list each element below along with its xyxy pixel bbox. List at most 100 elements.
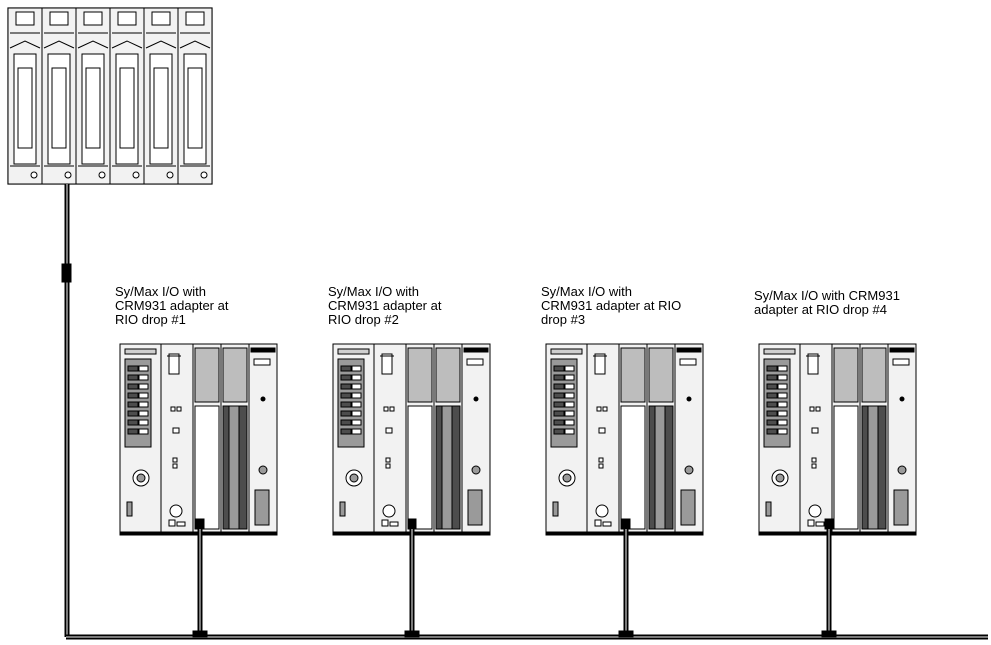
adapter-led-label: [777, 365, 788, 372]
head-rack-slot: [109, 7, 145, 185]
power-indicator: [598, 463, 604, 469]
rio-drop-4: [758, 343, 917, 638]
power-indicator: [172, 457, 178, 463]
adapter-led: [340, 365, 352, 372]
adapter-led-label: [777, 383, 788, 390]
slot-latch: [111, 40, 143, 49]
adapter-led-label: [351, 365, 362, 372]
rio-drop-2: [332, 343, 491, 638]
drop-cable-tap: [824, 518, 834, 530]
drop-cable-tap: [195, 518, 205, 530]
power-terminal: [808, 504, 822, 518]
adapter-led: [340, 401, 352, 408]
slot-inner-panel: [85, 67, 101, 149]
slot-label-panel: [81, 53, 105, 165]
power-terminal-block: [168, 519, 176, 527]
slot-window: [117, 11, 137, 26]
adapter-led: [340, 374, 352, 381]
adapter-led: [766, 383, 778, 390]
io-module-window: [833, 347, 859, 403]
power-terminal-block: [602, 521, 612, 527]
adapter-led: [766, 410, 778, 417]
adapter-led: [766, 392, 778, 399]
adapter-led-label: [138, 419, 149, 426]
adapter-led-label: [564, 410, 575, 417]
adapter-led: [766, 401, 778, 408]
power-terminal: [382, 504, 396, 518]
adapter-rotary-switch-center: [136, 473, 146, 483]
io-module-window: [861, 347, 887, 403]
adapter-led: [766, 419, 778, 426]
rack-base-rail: [758, 531, 917, 536]
power-indicator: [385, 427, 393, 434]
head-rack: [7, 7, 213, 185]
slot-inner-panel: [153, 67, 169, 149]
slot-window: [15, 11, 35, 26]
adapter-led-label: [138, 365, 149, 372]
adapter-led: [553, 419, 565, 426]
end-module-header: [676, 347, 702, 353]
adapter-led-label: [138, 392, 149, 399]
slot-latch: [43, 40, 75, 49]
slot-window: [151, 11, 171, 26]
slot-screw: [30, 171, 38, 179]
adapter-led: [340, 410, 352, 417]
adapter-header-strip: [550, 348, 583, 355]
power-indicator: [389, 406, 395, 412]
adapter-led: [127, 410, 139, 417]
io-module-panel: [407, 405, 433, 530]
slot-window: [185, 11, 205, 26]
drop-label: Sy/Max I/O with CRM931 adapter at RIO dr…: [541, 284, 682, 327]
adapter-led-label: [564, 419, 575, 426]
drop-cable-tap: [407, 518, 417, 530]
end-module-knob: [471, 465, 481, 475]
slot-label-panel: [183, 53, 207, 165]
head-rack-slot: [41, 7, 77, 185]
slot-label-panel: [115, 53, 139, 165]
end-module-port: [467, 489, 483, 526]
slot-screw: [132, 171, 140, 179]
power-indicator: [811, 427, 819, 434]
adapter-led-label: [777, 410, 788, 417]
io-module-window: [222, 347, 248, 403]
drop-cable: [404, 518, 420, 638]
power-indicator: [811, 463, 817, 469]
bus-tee-connector: [821, 630, 837, 638]
slot-label-panel: [47, 53, 71, 165]
adapter-led-label: [351, 392, 362, 399]
head-rack-slot: [75, 7, 111, 185]
power-indicator: [383, 406, 389, 412]
adapter-rotary-switch-center: [562, 473, 572, 483]
slot-label-panel: [13, 53, 37, 165]
slot-inner-panel: [51, 67, 67, 149]
end-module-header: [250, 347, 276, 353]
adapter-led: [127, 401, 139, 408]
power-terminal-block: [594, 519, 602, 527]
adapter-led-label: [138, 374, 149, 381]
adapter-led-label: [777, 401, 788, 408]
bus-tee-connector: [192, 630, 208, 638]
io-module-panel: [620, 405, 646, 530]
power-indicator: [176, 406, 182, 412]
io-module-window: [435, 347, 461, 403]
power-terminal-block: [815, 521, 825, 527]
adapter-led-label: [777, 428, 788, 435]
head-rack-slot: [7, 7, 43, 185]
adapter-led-label: [351, 428, 362, 435]
drop-cable: [192, 518, 208, 638]
power-indicator: [385, 457, 391, 463]
adapter-led-label: [138, 428, 149, 435]
power-terminal-block: [381, 519, 389, 527]
slot-window: [49, 11, 69, 26]
rio-drop-1: [119, 343, 278, 638]
power-terminal-block: [176, 521, 186, 527]
end-module-window: [679, 358, 697, 366]
io-module-window: [407, 347, 433, 403]
adapter-led-label: [777, 419, 788, 426]
io-module-window: [648, 347, 674, 403]
adapter-port: [126, 501, 133, 517]
power-indicator: [809, 406, 815, 412]
power-indicator: [172, 427, 180, 434]
drop-label: Sy/Max I/O with CRM931 adapter at RIO dr…: [328, 284, 442, 327]
bus-tee-connector: [618, 630, 634, 638]
